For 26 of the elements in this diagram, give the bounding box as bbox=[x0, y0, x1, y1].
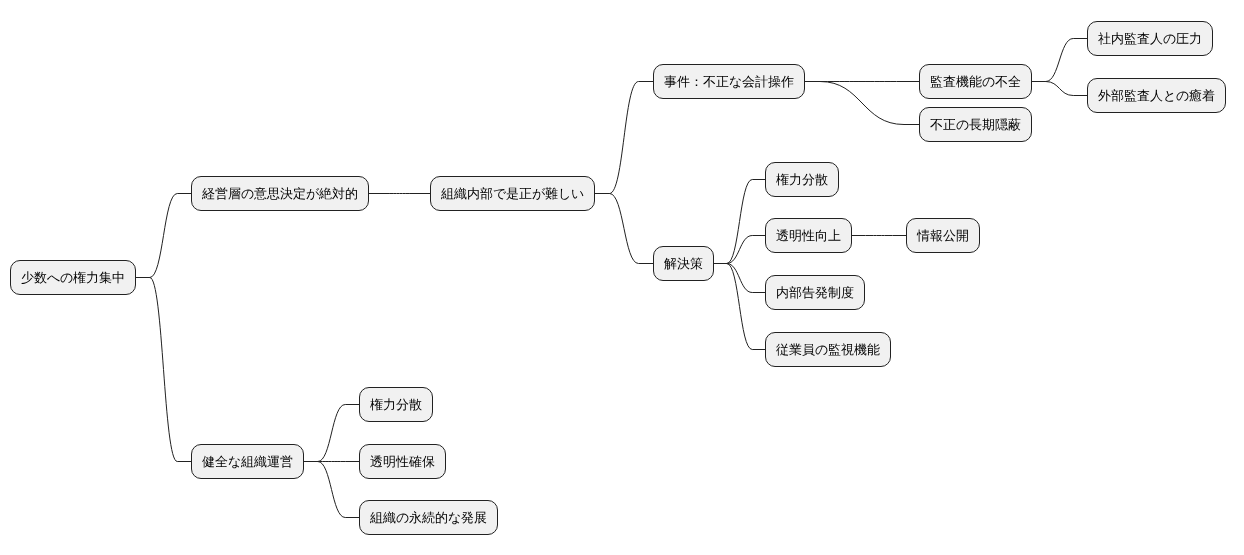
topic-box: 監査機能の不全 bbox=[919, 64, 1032, 99]
connector-line bbox=[1031, 81, 1088, 96]
connector-line bbox=[713, 263, 766, 350]
connector-line bbox=[368, 193, 431, 194]
topic-box: 解決策 bbox=[653, 246, 714, 281]
topic-box: 組織の永続的な発展 bbox=[359, 500, 498, 535]
topic-box: 社内監査人の圧力 bbox=[1087, 21, 1213, 56]
topic-box: 事件：不正な会計操作 bbox=[653, 64, 805, 99]
topic-box: 少数への権力集中 bbox=[10, 260, 136, 295]
topic-box: 不正の長期隠蔽 bbox=[919, 107, 1032, 142]
connector-line bbox=[851, 235, 907, 236]
topic-box: 権力分散 bbox=[765, 162, 839, 197]
connector-line bbox=[303, 461, 360, 518]
connector-line bbox=[594, 193, 654, 264]
topic-box: 情報公開 bbox=[906, 218, 980, 253]
topic-box: 経営層の意思決定が絶対的 bbox=[191, 176, 369, 211]
topic-box: 健全な組織運営 bbox=[191, 444, 304, 479]
topic-box: 透明性確保 bbox=[359, 444, 446, 479]
topic-box: 従業員の監視機能 bbox=[765, 332, 891, 367]
topic-box: 内部告発制度 bbox=[765, 275, 865, 310]
connector-line bbox=[804, 81, 920, 125]
topic-box: 透明性向上 bbox=[765, 218, 852, 253]
connector-line bbox=[135, 277, 192, 462]
topic-box: 組織内部で是正が難しい bbox=[430, 176, 595, 211]
topic-box: 外部監査人との癒着 bbox=[1087, 78, 1226, 113]
topic-box: 権力分散 bbox=[359, 387, 433, 422]
